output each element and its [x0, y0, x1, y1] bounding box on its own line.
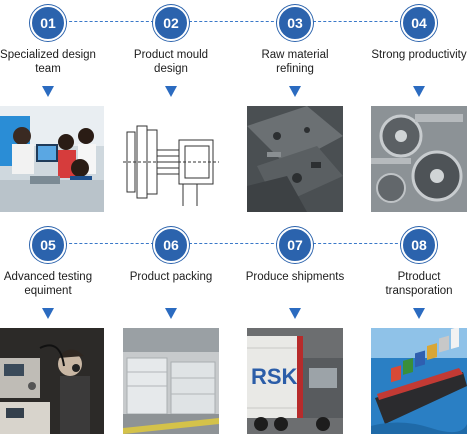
step-4: 04 Strong productivity: [360, 0, 470, 222]
step-5: 05 Advanced testing equiment: [0, 222, 107, 444]
step-label: Strong productivity: [360, 48, 470, 62]
down-arrow-icon: [413, 308, 425, 319]
step-label-line1: Product packing: [129, 271, 213, 283]
step-label-line1: Advanced testing: [3, 271, 93, 283]
step-label: Advanced testing equiment: [0, 270, 107, 298]
step-label-line2: team: [35, 63, 61, 75]
step-label: Specialized design team: [0, 48, 107, 76]
down-arrow-icon: [289, 86, 301, 97]
step-number-badge: 01: [30, 5, 66, 41]
step-label-line1: Raw material: [261, 49, 329, 61]
connector-line: [189, 21, 279, 22]
step-1: 01 Specialized design team: [0, 0, 107, 222]
step-7: 07 Produce shipments RSK: [236, 222, 354, 444]
step-label-line1: Produce shipments: [245, 271, 345, 283]
connector-line: [64, 243, 154, 244]
connector-line: [64, 21, 154, 22]
step-number-badge: 06: [153, 227, 189, 263]
step-label-line2: transporation: [385, 285, 453, 297]
step-label: Product mould design: [112, 48, 230, 76]
step-label: Produce shipments: [236, 270, 354, 284]
step-8: 08 Ptroduct transporation: [360, 222, 470, 444]
cargo-ship-photo: [371, 328, 467, 434]
container-truck-photo: RSK: [247, 328, 343, 434]
step-label: Ptroduct transporation: [360, 270, 470, 298]
step-number-badge: 03: [277, 5, 313, 41]
step-label-line1: Ptroduct: [397, 271, 441, 283]
connector-line: [313, 243, 403, 244]
down-arrow-icon: [165, 86, 177, 97]
step-label-line1: Product mould: [133, 49, 209, 61]
down-arrow-icon: [42, 308, 54, 319]
machinery-photo: [371, 106, 467, 212]
step-number-badge: 04: [401, 5, 437, 41]
step-label: Raw material refining: [236, 48, 354, 76]
step-label-line2: refining: [276, 63, 314, 75]
down-arrow-icon: [413, 86, 425, 97]
step-number-badge: 02: [153, 5, 189, 41]
step-label-line2: equiment: [24, 285, 72, 297]
process-row-1: 01 Specialized design team: [0, 0, 470, 222]
step-6: 06 Product packing: [112, 222, 230, 444]
down-arrow-icon: [289, 308, 301, 319]
container-label: RSK: [251, 364, 298, 389]
step-label-line2: design: [154, 63, 188, 75]
testing-photo: [0, 328, 104, 434]
raw-material-photo: [247, 106, 343, 212]
process-row-2: 05 Advanced testing equiment 06: [0, 222, 470, 444]
step-label-line1: Strong productivity: [371, 49, 467, 61]
down-arrow-icon: [42, 86, 54, 97]
down-arrow-icon: [165, 308, 177, 319]
step-number-badge: 08: [401, 227, 437, 263]
mould-drawing: [123, 106, 219, 212]
step-label-line1: Specialized design: [0, 49, 96, 61]
connector-line: [313, 21, 403, 22]
packing-photo: [123, 328, 219, 434]
step-number-badge: 07: [277, 227, 313, 263]
step-2: 02 Product mould design: [112, 0, 230, 222]
design-team-photo: [0, 106, 104, 212]
step-label: Product packing: [112, 270, 230, 284]
step-3: 03 Raw material refining: [236, 0, 354, 222]
step-number-badge: 05: [30, 227, 66, 263]
connector-line: [189, 243, 279, 244]
